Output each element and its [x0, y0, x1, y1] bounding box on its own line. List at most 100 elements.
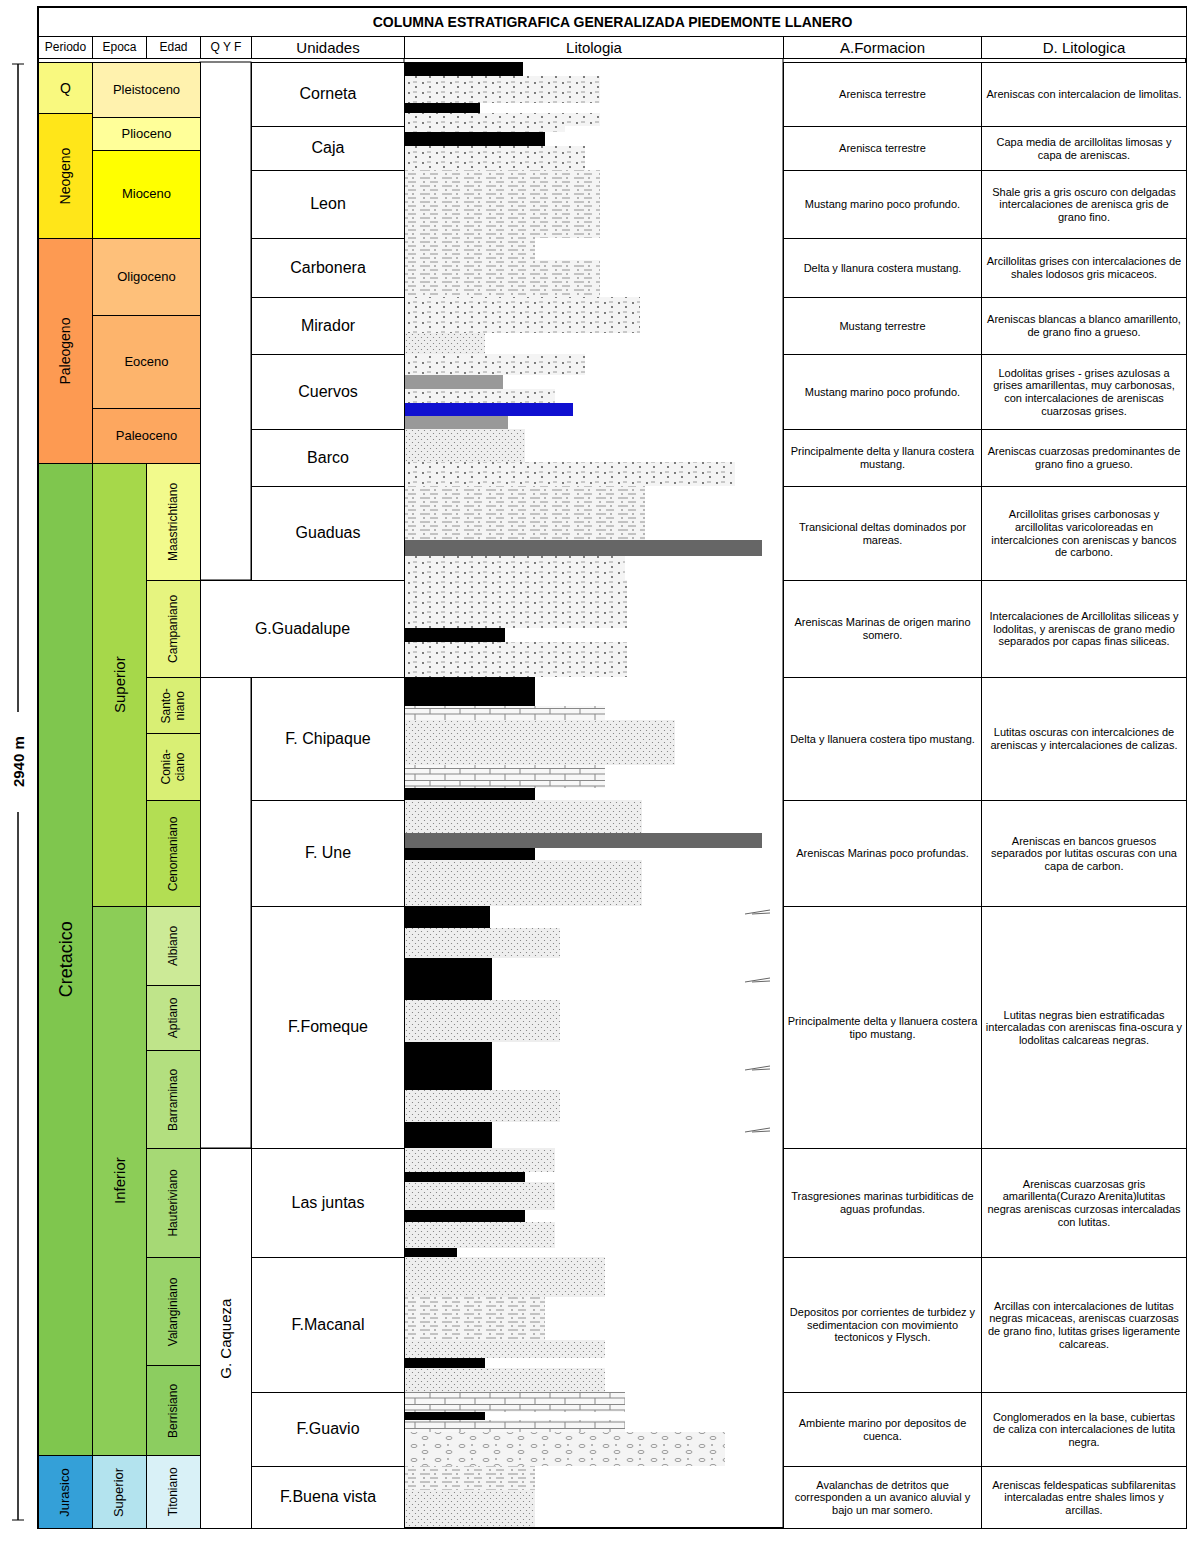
cell-text: Paleoceno [116, 429, 177, 444]
cell-text: Principalmente delta y llanura costera m… [788, 445, 978, 470]
table-cell: A.Formacion [783, 36, 982, 59]
table-cell: Pleistoceno [92, 62, 201, 118]
cell-text: Inferior [111, 911, 128, 1452]
cell-text: Santo- niano [160, 682, 188, 730]
cell-text: Delta y llanura costera mustang. [804, 262, 962, 275]
table-cell: Edad [146, 36, 201, 59]
strata-band: Cretacico [38, 463, 93, 1456]
table-cell: Delta y llanura costera mustang. [783, 238, 982, 298]
cell-text: D. Litologica [1043, 39, 1126, 56]
table-cell: Lutitas oscuras con intercalciones de ar… [981, 677, 1187, 801]
cell-text: Cenomaniano [167, 804, 181, 902]
table-cell: Depositos por corrientes de turbidez y s… [783, 1257, 982, 1393]
strata-band: Cenomaniano [146, 800, 201, 907]
cell-text: Maastrichtiano [167, 467, 181, 576]
table-cell: Eoceno [92, 315, 201, 409]
cell-text: Pleistoceno [113, 83, 180, 98]
cell-text: Conglomerados en la base, cubiertas de c… [986, 1411, 1183, 1449]
strata-band: Santo- niano [146, 677, 201, 734]
table-cell: Epoca [92, 36, 147, 59]
table-cell: Litologia [404, 36, 784, 59]
table-cell: Principalmente delta y llanura costera m… [783, 429, 982, 487]
scale-label: 2940 m [9, 737, 26, 788]
cell-text: Barco [307, 449, 349, 467]
table-cell: Plioceno [92, 117, 201, 151]
table-cell: Arenisca terrestre [783, 62, 982, 127]
table-cell: Las juntas [251, 1148, 405, 1258]
table-cell: Periodo [38, 36, 93, 59]
cell-text: Areniscas Marinas de origen marino somer… [788, 616, 978, 641]
cell-text: Mioceno [122, 187, 171, 202]
table-cell: Arcillolitas grises con intercalaciones … [981, 238, 1187, 298]
table-cell: Mustang marino poco profundo. [783, 170, 982, 239]
table-cell: Lutitas negras bien estratificadas inter… [981, 906, 1187, 1149]
cell-text: Areniscas cuarzosas gris amarillenta(Cur… [986, 1178, 1183, 1229]
table-cell: Mustang marino poco profundo. [783, 354, 982, 430]
cell-text: Superior [112, 1460, 127, 1525]
table-cell: Areniscas feldespaticas subfilarenitas i… [981, 1466, 1187, 1529]
table-cell: Leon [251, 170, 405, 239]
table-cell: Arenisca terrestre [783, 126, 982, 171]
cell-text: Lutitas negras bien estratificadas inter… [986, 1009, 1183, 1047]
strata-band: Campaniano [146, 580, 201, 678]
table-cell: Unidades [251, 36, 405, 59]
cell-text: Arenisca terrestre [839, 142, 926, 155]
cell-text: Arcillolitas grises carbonosas y arcillo… [986, 508, 1183, 559]
table-cell: Areniscas Marinas de origen marino somer… [783, 580, 982, 678]
cell-text: Caja [312, 139, 345, 157]
cell-text: A.Formacion [840, 39, 925, 56]
table-cell: Q Y F [200, 36, 252, 59]
table-cell: Lodolitas grises - grises azulosas a gri… [981, 354, 1187, 430]
table-cell: Shale gris a gris oscuro con delgadas in… [981, 170, 1187, 239]
cell-text: F.Fomeque [288, 1018, 368, 1036]
table-cell: Barco [251, 429, 405, 487]
table-cell: Guaduas [251, 486, 405, 581]
table-cell: Intercalaciones de Arcillolitas siliceas… [981, 580, 1187, 678]
cell-text: G. Caqueza [217, 1153, 234, 1525]
cell-text: Guaduas [296, 524, 361, 542]
cell-text: Plioceno [122, 127, 172, 142]
cell-text: Areniscas feldespaticas subfilarenitas i… [986, 1479, 1183, 1517]
cell-text: Mustang marino poco profundo. [805, 198, 960, 211]
table-cell: Oligoceno [92, 238, 201, 316]
table-cell: F.Buena vista [251, 1466, 405, 1529]
cell-text: F. Chipaque [285, 730, 370, 748]
table-cell: Mioceno [92, 150, 201, 239]
cell-text: Areniscas Marinas poco profundas. [796, 847, 968, 860]
table-cell: Mirador [251, 297, 405, 355]
table-cell: Conglomerados en la base, cubiertas de c… [981, 1392, 1187, 1467]
strata-band: G. Caqueza [200, 1148, 252, 1529]
cell-text: Periodo [45, 41, 86, 55]
cell-text: Areniscas en bancos gruesos separados po… [986, 835, 1183, 873]
cell-text: Areniscas cuarzosas predominantes de gra… [986, 445, 1183, 470]
cell-text: Jurasico [58, 1460, 73, 1525]
cell-text: Conia- ciano [160, 738, 188, 797]
cell-text: Carbonera [290, 259, 366, 277]
cell-text: Eoceno [124, 355, 168, 370]
cell-text: Principalmente delta y llanuera costera … [788, 1015, 978, 1040]
cell-text: Las juntas [292, 1194, 365, 1212]
cell-text: Litologia [566, 39, 622, 56]
strata-band: Aptiano [146, 985, 201, 1051]
strata-band: Hauteriviano [146, 1148, 201, 1258]
cell-text: Lodolitas grises - grises azulosas a gri… [986, 367, 1183, 418]
cell-text: Mirador [301, 317, 355, 335]
strata-band: Superior [92, 1455, 147, 1529]
strata-band: Titoniano [146, 1455, 201, 1529]
table-cell: Arcillas con intercalaciones de lutitas … [981, 1257, 1187, 1393]
strata-band: Barraminao [146, 1050, 201, 1149]
strata-band: Maastrichtiano [146, 463, 201, 581]
cell-text: Paleogeno [57, 243, 73, 460]
cell-text: Areniscas con intercalacion de limolitas… [986, 88, 1181, 101]
table-cell: D. Litologica [981, 36, 1187, 59]
table-cell: Areniscas cuarzosas gris amarillenta(Cur… [981, 1148, 1187, 1258]
table-cell: Arcillolitas grises carbonosas y arcillo… [981, 486, 1187, 581]
cell-text: Leon [310, 195, 346, 213]
cell-text: Cuervos [298, 383, 358, 401]
cell-text: Neogeno [57, 118, 73, 235]
strata-band: Conia- ciano [146, 733, 201, 801]
cell-text: G.Guadalupe [255, 620, 350, 638]
cell-text: Transicional deltas dominados por mareas… [788, 521, 978, 546]
table-cell: Ambiente marino por depositos de cuenca. [783, 1392, 982, 1467]
strata-band: Paleogeno [38, 238, 93, 464]
